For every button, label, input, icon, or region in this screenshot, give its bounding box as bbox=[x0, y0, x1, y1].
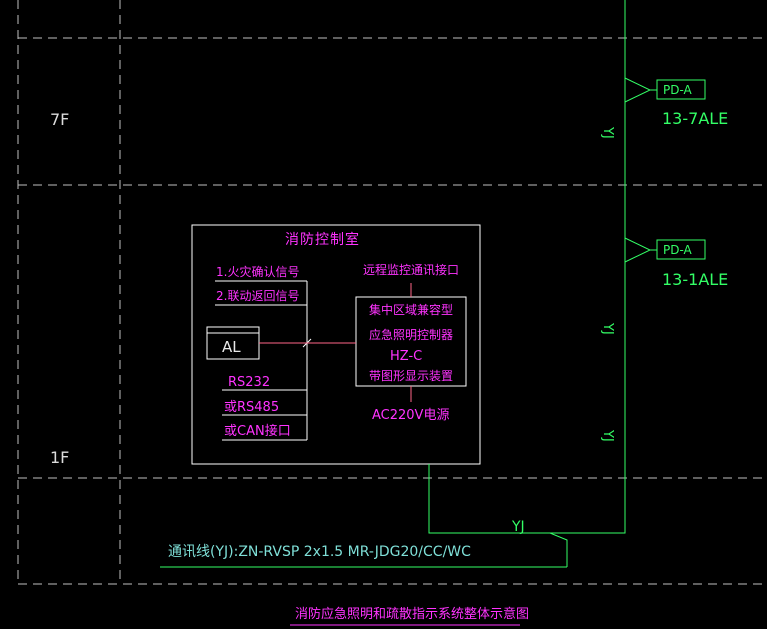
panel-box-1 bbox=[656, 239, 706, 260]
remote-port-label: 远程监控通讯接口 bbox=[363, 263, 460, 277]
controller-line-1: 集中区域兼容型 bbox=[369, 303, 454, 317]
can-label: 或CAN接口 bbox=[224, 424, 291, 439]
yj-wiring bbox=[160, 0, 657, 568]
control-links bbox=[259, 283, 412, 402]
controller-line-2: 应急照明控制器 bbox=[369, 328, 454, 342]
controller-line-3: HZ-C bbox=[390, 349, 423, 364]
signal-2-label: 2.联动返回信号 bbox=[216, 289, 300, 303]
diagram-title: 消防应急照明和疏散指示系统整体示意图 bbox=[295, 607, 530, 622]
power-label: AC220V电源 bbox=[372, 408, 450, 423]
rs485-label: 或RS485 bbox=[224, 400, 280, 415]
floor-label-7f: 7F bbox=[50, 110, 70, 129]
cable-mark-3: YJ bbox=[600, 430, 615, 442]
bus-label: YJ bbox=[512, 519, 525, 535]
floor-grid bbox=[17, 0, 767, 585]
floor-label-1f: 1F bbox=[50, 448, 70, 467]
control-room-box bbox=[191, 224, 481, 465]
cable-note: 通讯线(YJ):ZN-RVSP 2x1.5 MR-JDG20/CC/WC bbox=[168, 544, 471, 560]
panel-1-name: 13-1ALE bbox=[662, 270, 729, 289]
al-label: AL bbox=[222, 338, 241, 356]
panel-7-tag: PD-A bbox=[663, 83, 692, 97]
panel-7-name: 13-7ALE bbox=[662, 109, 729, 128]
cable-mark-1: YJ bbox=[600, 127, 615, 139]
panel-1-tag: PD-A bbox=[663, 243, 692, 257]
controller-line-4: 带图形显示装置 bbox=[369, 369, 454, 383]
panel-box-7 bbox=[656, 79, 706, 100]
control-room-title: 消防控制室 bbox=[285, 232, 360, 248]
signal-1-label: 1.火灾确认信号 bbox=[216, 265, 300, 279]
cable-mark-2: YJ bbox=[600, 323, 615, 335]
signal-leaders bbox=[215, 280, 308, 441]
rs232-label: RS232 bbox=[228, 375, 271, 390]
